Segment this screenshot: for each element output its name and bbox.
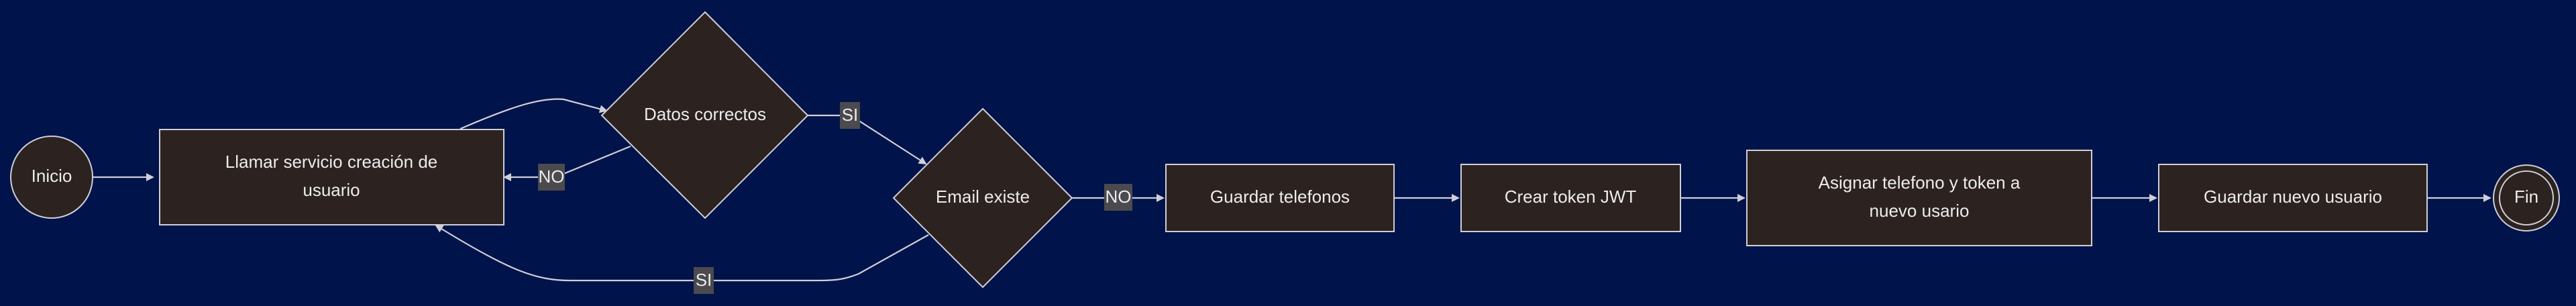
node-fin: Fin (2493, 164, 2560, 232)
node-label-line-2: usuario (303, 180, 360, 200)
edge-email-llamar (435, 224, 929, 282)
edge-label-si-datos: SI (840, 102, 860, 129)
node-llamar-servicio: Llamar servicio creación de usuario (159, 129, 504, 225)
edge-label-no-datos: NO (538, 164, 565, 191)
node-label: Guardar nuevo usuario (2204, 187, 2382, 207)
node-datos-correctos: Datos correctos (600, 11, 809, 219)
node-crear-token: Crear token JWT (1460, 164, 1681, 232)
edge-datos-llamar (503, 145, 631, 181)
node-label-line-2: nuevo usario (1870, 201, 1970, 221)
edge-datos-email (808, 114, 927, 165)
node-inicio: Inicio (10, 136, 93, 219)
node-label-line-1: Llamar servicio creación de (225, 152, 437, 172)
edge-llamar-datos (460, 98, 608, 130)
node-label: Crear token JWT (1505, 187, 1637, 207)
edge-label-text: SI (842, 105, 859, 125)
node-email-existe: Email existe (892, 107, 1073, 289)
node-label: Datos correctos (644, 104, 766, 124)
node-label: Inicio (32, 166, 72, 186)
edge-label-text: NO (539, 166, 565, 187)
edge-labels: NO SI SI NO (538, 102, 1132, 294)
node-guardar-nuevo-usuario: Guardar nuevo usuario (2158, 164, 2428, 232)
edge-label-text: NO (1106, 187, 1132, 207)
edge-label-no-email: NO (1104, 184, 1132, 211)
node-label: Fin (2514, 187, 2538, 207)
node-label: Email existe (936, 187, 1030, 207)
node-asignar-telefono-token: Asignar telefono y token a nuevo usario (1746, 150, 2092, 246)
node-label-line-1: Asignar telefono y token a (1819, 172, 2021, 193)
node-label: Guardar telefonos (1210, 187, 1350, 207)
edge-label-si-email: SI (694, 267, 714, 294)
edge-label-text: SI (696, 270, 712, 290)
node-guardar-telefonos: Guardar telefonos (1165, 164, 1395, 232)
